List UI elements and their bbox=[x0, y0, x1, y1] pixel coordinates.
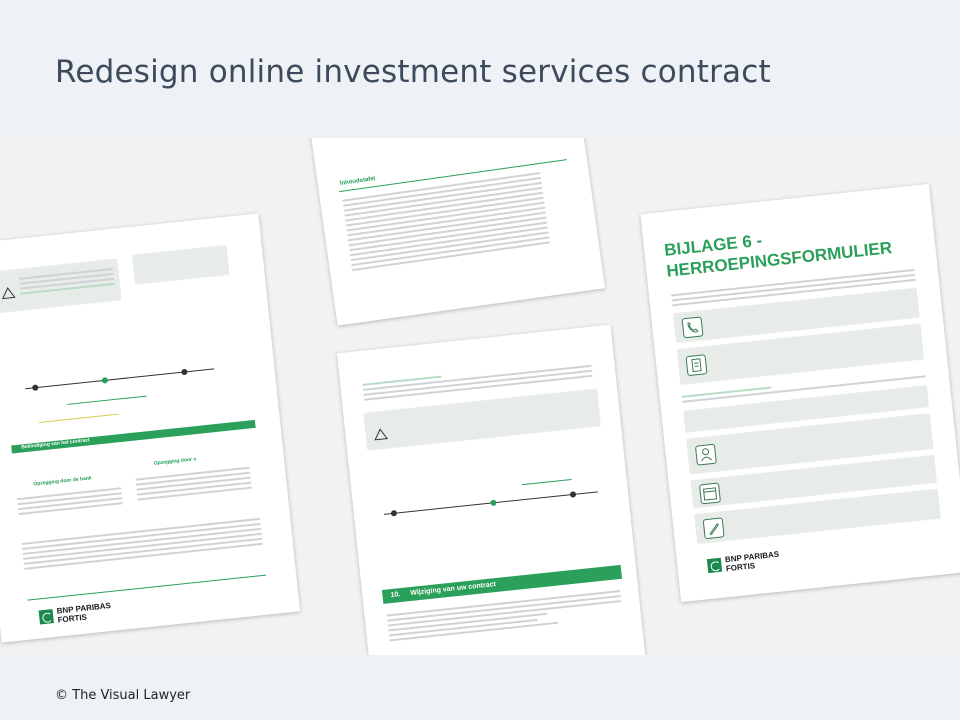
contract-page-left: Beëindiging van het contract Opzegging d… bbox=[0, 213, 301, 643]
timeline-diagram bbox=[383, 479, 598, 517]
calendar-icon bbox=[698, 482, 721, 505]
slide-title: Redesign online investment services cont… bbox=[55, 54, 771, 90]
contract-page-center: 10. Wijziging van uw contract bbox=[336, 324, 649, 655]
document-icon bbox=[685, 354, 708, 377]
toc-heading: Inhoudstafel bbox=[339, 176, 376, 187]
bnp-logo-right: BNP PARIBAS FORTIS bbox=[706, 550, 781, 575]
timeline-diagram bbox=[25, 368, 215, 423]
bnp-logo-left: BNP PARIBAS FORTIS bbox=[38, 601, 112, 626]
document-showcase: Beëindiging van het contract Opzegging d… bbox=[0, 138, 960, 655]
warning-icon bbox=[1, 285, 16, 300]
phone-icon bbox=[681, 316, 704, 339]
warning-icon bbox=[373, 427, 389, 441]
person-icon bbox=[694, 443, 717, 466]
copyright-text: © The Visual Lawyer bbox=[55, 688, 191, 703]
table-of-contents-page: Inhoudstafel bbox=[304, 138, 606, 326]
withdrawal-form-page: BIJLAGE 6 - HERROEPINGSFORMULIER bbox=[640, 183, 960, 603]
left-col1-heading: Opzegging door de bank bbox=[33, 475, 92, 488]
left-col2-heading: Opzegging door u bbox=[153, 456, 197, 467]
pen-icon bbox=[702, 517, 725, 540]
center-section-number: 10. bbox=[390, 591, 401, 600]
footer-band: © The Visual Lawyer bbox=[0, 655, 960, 720]
header-band: Redesign online investment services cont… bbox=[0, 0, 960, 138]
